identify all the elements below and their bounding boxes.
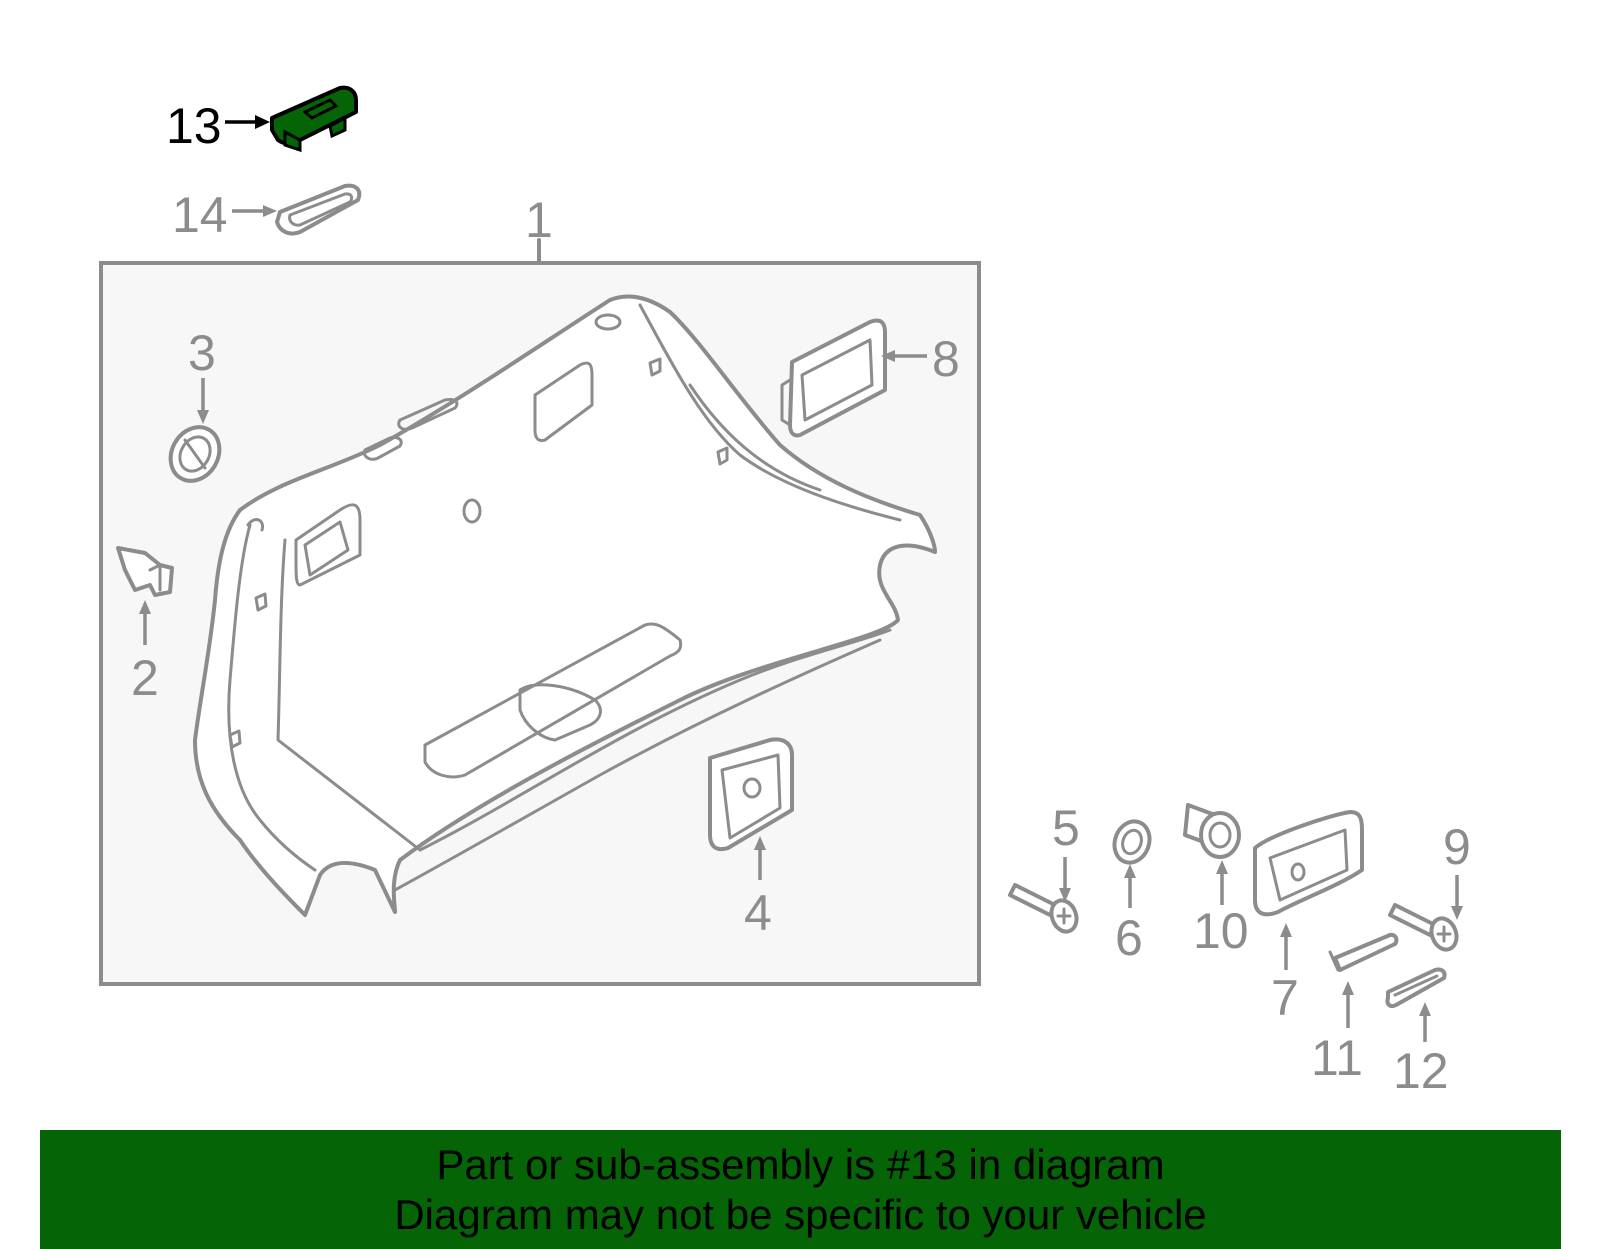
callout-8: 8 <box>932 331 960 387</box>
callout-7: 7 <box>1271 970 1299 1026</box>
info-banner: Part or sub-assembly is #13 in diagram D… <box>40 1130 1561 1249</box>
part-9-screw <box>1388 903 1459 952</box>
callout-4: 4 <box>744 885 772 941</box>
part-14-seal <box>275 183 362 236</box>
part-10-grommet <box>1183 803 1241 859</box>
part-13-switch <box>270 85 358 153</box>
callout-10: 10 <box>1193 903 1249 959</box>
callout-9: 9 <box>1443 819 1471 875</box>
part-1-trim-panel <box>193 294 937 917</box>
callout-14: 14 <box>172 187 228 243</box>
part-5-screw <box>1008 883 1079 934</box>
part-2-bracket <box>116 546 174 597</box>
part-7-latch-cover <box>1253 810 1364 917</box>
part-3-clip <box>168 425 222 483</box>
part-4-handle-cup <box>708 737 794 852</box>
part-6-ring-clip <box>1112 819 1152 865</box>
callout-5: 5 <box>1052 800 1080 856</box>
part-8-bezel <box>780 318 887 438</box>
part-11-stud <box>1328 932 1399 972</box>
callout-1: 1 <box>525 192 553 248</box>
banner-line-part: Part or sub-assembly is #13 in diagram <box>436 1141 1165 1188</box>
callout-12: 12 <box>1393 1043 1449 1099</box>
callout-2: 2 <box>131 650 159 706</box>
callout-3: 3 <box>188 325 216 381</box>
banner-line-disclaimer: Diagram may not be specific to your vehi… <box>394 1191 1207 1238</box>
callout-13: 13 <box>166 98 222 154</box>
callout-6: 6 <box>1115 910 1143 966</box>
part-12-pad <box>1385 967 1447 1009</box>
callout-11: 11 <box>1311 1030 1363 1086</box>
